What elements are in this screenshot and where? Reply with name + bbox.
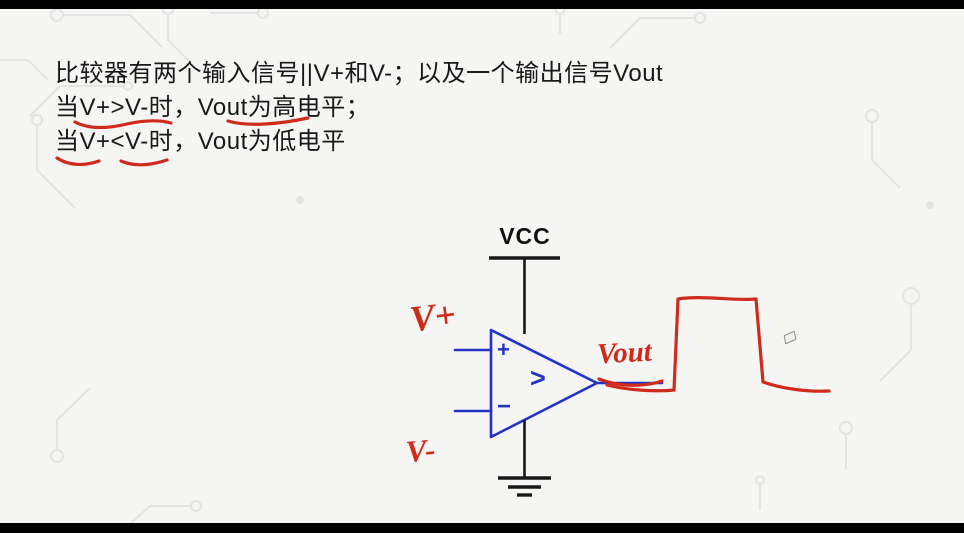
handwritten-v-minus-label: V- xyxy=(404,431,437,470)
lecture-notes: 比较器有两个输入信号||V+和V-；以及一个输出信号Vout 当V+>V-时，V… xyxy=(55,57,663,159)
handwritten-v-plus-label: V+ xyxy=(407,294,459,341)
comparator-symbol: > xyxy=(530,363,546,393)
vcc-label: VCC xyxy=(499,223,551,249)
letterbox-bottom-bar xyxy=(0,523,964,533)
note-line-1: 比较器有两个输入信号||V+和V-；以及一个输出信号Vout xyxy=(55,60,664,87)
handwritten-vout-label: Vout xyxy=(596,335,653,371)
noninverting-input-sign: + xyxy=(497,337,510,362)
inverting-input-sign: − xyxy=(497,393,512,420)
letterbox-top-bar xyxy=(0,0,964,9)
note-line-3: 当V+<V-时，Vout为低电平 xyxy=(55,128,346,155)
note-line-2: 当V+>V-时，Vout为高电平； xyxy=(55,94,371,121)
